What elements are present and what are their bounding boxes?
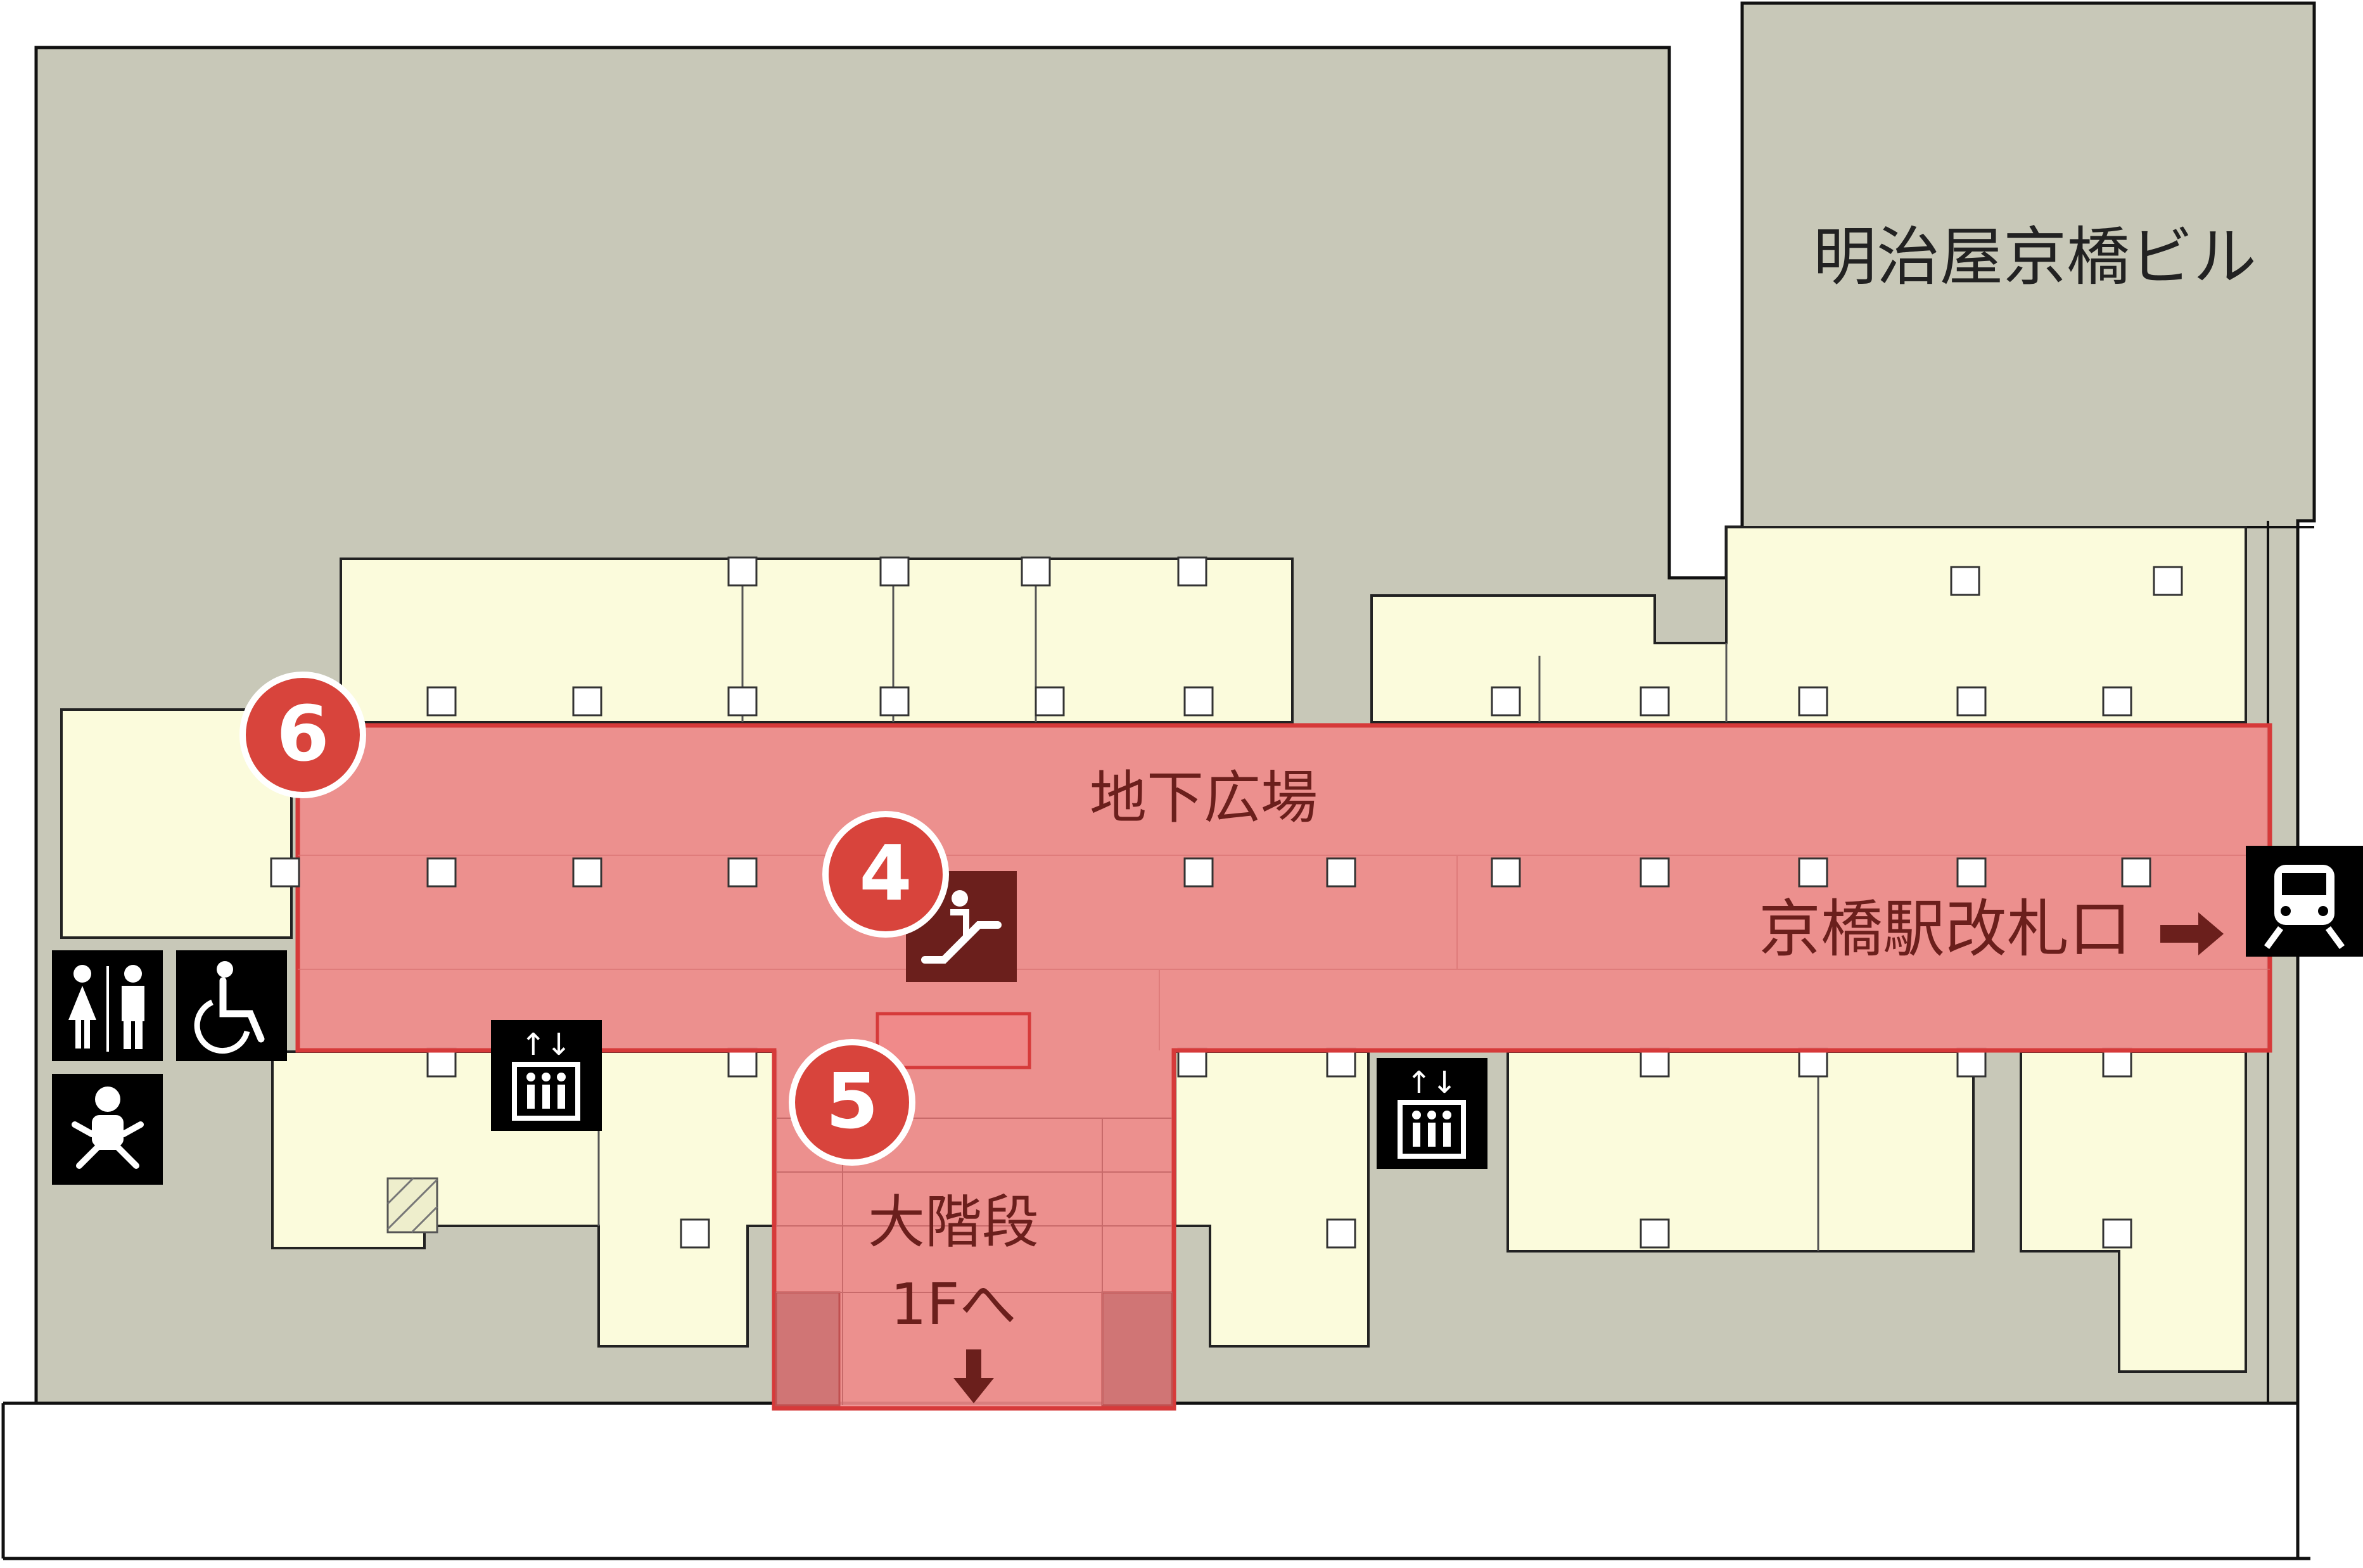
- escalator-landing: [876, 1012, 1031, 1069]
- plaza-grid: [298, 855, 2270, 1050]
- stairs-side-left: [775, 1291, 841, 1406]
- elevator-icon[interactable]: ↑↓: [1377, 1058, 1487, 1169]
- svg-text:↑↓: ↑↓: [521, 1027, 571, 1062]
- marker-plaza[interactable]: 6: [239, 672, 366, 798]
- stairs-steps: [776, 1118, 1172, 1405]
- svg-text:↑↓: ↑↓: [1406, 1065, 1457, 1100]
- shop-area-lower-right-1: [1506, 1050, 1975, 1252]
- shop-area-far-left: [60, 708, 293, 939]
- plaza-label: 地下広場: [1090, 765, 1318, 831]
- elevator-icon[interactable]: ↑↓: [491, 1020, 602, 1131]
- plaza-highlight[interactable]: [295, 723, 2272, 1411]
- stairs-label-line1: 大階段: [868, 1189, 1039, 1256]
- building-label: 明治屋京橋ビル: [1813, 220, 2257, 294]
- train-icon[interactable]: [2246, 846, 2363, 957]
- marker-escalator[interactable]: 4: [822, 811, 949, 938]
- restroom-icon[interactable]: [52, 950, 163, 1061]
- shop-area-upper-left: [340, 558, 1294, 723]
- wheelchair-icon[interactable]: [176, 950, 287, 1061]
- svg-text:4: 4: [859, 830, 912, 918]
- marker-stairs[interactable]: 5: [789, 1039, 915, 1166]
- gate-label: 京橋駅改札口: [1759, 893, 2131, 966]
- stairs-label-line2: 1Fへ: [890, 1272, 1016, 1338]
- shop-area-upper-right: [1370, 526, 2247, 723]
- baby-care-icon[interactable]: [52, 1074, 163, 1185]
- structural-columns: [426, 556, 2183, 1249]
- svg-text:6: 6: [276, 691, 329, 779]
- hatch-lines: [386, 1177, 438, 1233]
- arrow-down-icon: [953, 1349, 994, 1403]
- stairs-side-right: [1101, 1291, 1173, 1406]
- arrow-right-icon: [2160, 912, 2224, 955]
- svg-text:5: 5: [825, 1058, 879, 1146]
